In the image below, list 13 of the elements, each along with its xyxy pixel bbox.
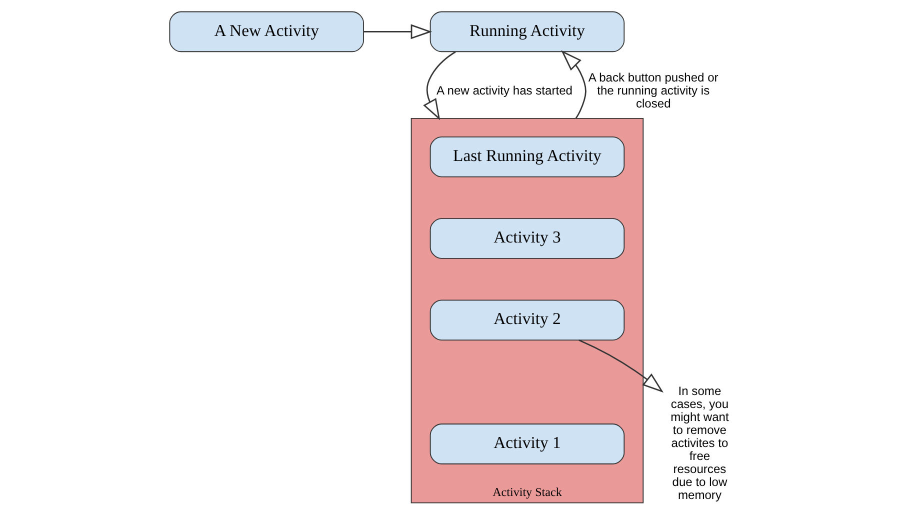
node-text: In some cases, you might want to remove activites to free resources due to low memory xyxy=(670,384,729,502)
arrow xyxy=(561,50,586,119)
arrow xyxy=(364,24,432,40)
node-box: Activity 1 xyxy=(430,424,625,464)
arrow xyxy=(423,51,456,120)
node-box: Last Running Activity xyxy=(430,136,625,178)
node-box: A New Activity xyxy=(169,11,364,52)
arrow xyxy=(578,339,664,393)
node-box: Activity 3 xyxy=(430,218,625,259)
edge-label: A back button pushed or the running activity is closed xyxy=(588,70,718,111)
node-box: Running Activity xyxy=(430,11,625,52)
node-box: Activity 2 xyxy=(430,300,625,341)
edge-label: A new activity has started xyxy=(436,84,572,98)
